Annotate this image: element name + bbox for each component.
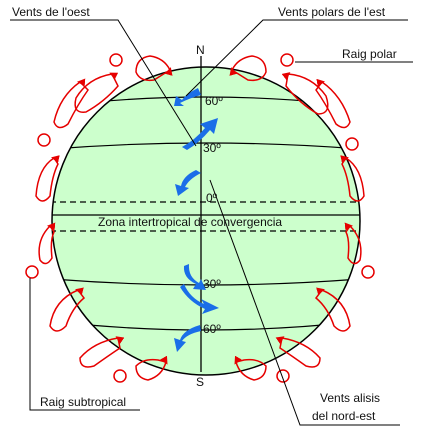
hadley-cell-west-south [38, 226, 54, 265]
latitude-label-60s: 60º [203, 322, 221, 336]
polar-cell-ne [232, 55, 267, 82]
latitude-label-30s: 30º [203, 277, 221, 291]
ferrel-cell-ne [286, 74, 329, 115]
leader-subtropical-cell [29, 278, 140, 411]
ferrel-cell-sw [79, 338, 120, 368]
hadley-cell-ne-upper [315, 82, 351, 129]
south-pole-label: S [196, 375, 204, 389]
westerly-arrow-north [182, 118, 218, 150]
polar-cell-se [236, 360, 267, 381]
ferrel-cell-nw [74, 74, 119, 113]
trade-wind-arrow-north [175, 170, 201, 196]
trade-winds-label-line1: Vents alisis [320, 391, 380, 405]
westerly-arrow-south [180, 284, 219, 314]
latitude-line-30n [52, 142, 360, 151]
surface-wind-arrows [174, 88, 219, 352]
westerlies-label: Vents de l'oest [12, 5, 90, 19]
leader-westerlies [10, 19, 197, 147]
ferrel-cell-se [280, 338, 321, 368]
subtropical-cell-label: Raig subtropical [40, 395, 126, 409]
circulation-cells [25, 53, 375, 383]
polar-cell-label: Raig polar [342, 47, 397, 61]
north-pole-label: N [196, 43, 205, 57]
hadley-cell-east-south [346, 226, 362, 265]
leader-trades [209, 179, 400, 426]
trade-winds-label-line2: del nord-est [312, 409, 376, 423]
latitude-label-equator: 0º [206, 191, 218, 205]
polar-jet-ring-sw [113, 369, 127, 383]
polar-easterly-arrow-south [174, 325, 201, 352]
hadley-cell-nw-upper [53, 82, 89, 129]
hadley-cell-west-north [35, 158, 58, 202]
itcz-label: Zona intertropical de convergencia [98, 215, 282, 229]
leader-lines [10, 19, 413, 426]
polar-easterly-arrow-north [174, 88, 201, 106]
polar-cell-nw [135, 55, 170, 82]
latitude-label-60n: 60º [205, 94, 223, 108]
polar-easterlies-label: Vents polars de l'est [278, 5, 386, 19]
hadley-cell-east-north [342, 158, 365, 202]
jet-ring-east-north [345, 137, 359, 151]
subtropical-jet-ring-west [25, 265, 39, 279]
trade-wind-arrow-south [183, 264, 206, 290]
polar-jet-ring-nw [109, 53, 123, 67]
polar-jet-ring-ne [280, 53, 294, 67]
jet-ring-west-north [37, 133, 51, 147]
polar-jet-ring-se [276, 369, 290, 383]
hadley-cell-sw-lower [49, 290, 86, 332]
jet-ring-east-south [361, 265, 375, 279]
latitude-line-30s [52, 277, 360, 286]
leader-polar-easterlies [185, 19, 408, 97]
hadley-cell-se-lower [314, 290, 351, 332]
polar-cell-sw [135, 360, 166, 381]
latitude-label-30n: 30º [203, 141, 221, 155]
globe [51, 56, 361, 376]
